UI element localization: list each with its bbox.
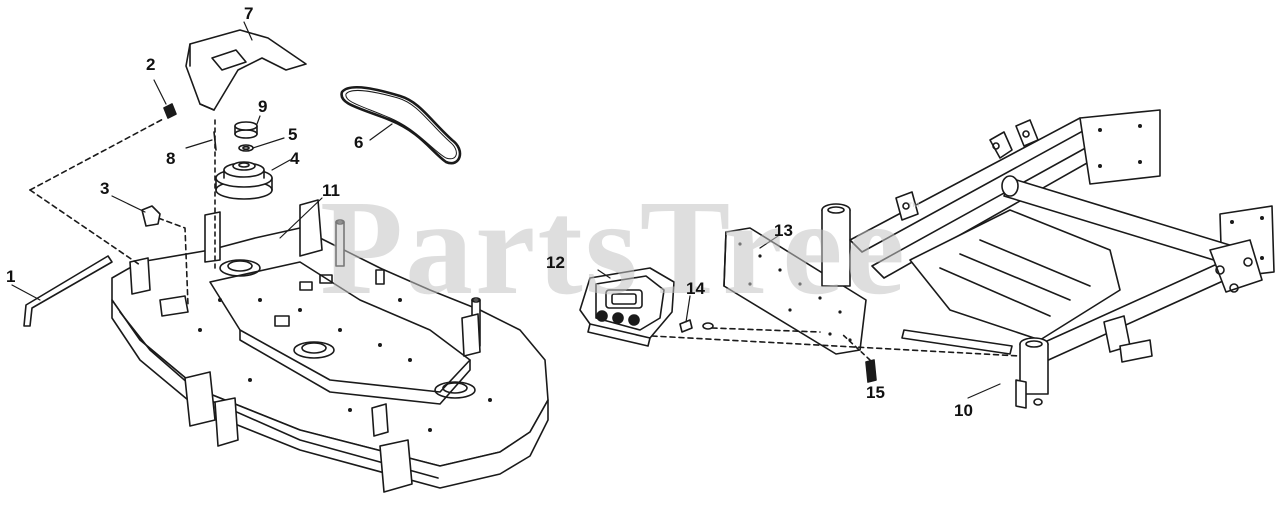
part-5-washer <box>238 137 285 152</box>
callout-8: 8 <box>166 149 176 168</box>
part-3-clip <box>111 195 161 227</box>
callout-5: 5 <box>288 125 298 144</box>
callout-6: 6 <box>354 133 364 152</box>
part-15-bolt <box>841 333 877 383</box>
callout-15: 15 <box>866 383 885 402</box>
part-1-rod <box>11 255 113 327</box>
callout-12: 12 <box>546 253 565 272</box>
watermark: PartsTree™ <box>320 173 923 323</box>
callout-7: 7 <box>244 4 254 23</box>
callout-13: 13 <box>774 221 793 240</box>
part-11-leader <box>279 197 323 239</box>
callout-4: 4 <box>290 149 300 168</box>
mower-deck <box>29 117 549 493</box>
callout-3: 3 <box>100 179 110 198</box>
tractor-frame <box>821 109 1275 409</box>
part-6-belt <box>340 85 462 165</box>
part-13-plate <box>723 227 867 355</box>
callout-1: 1 <box>6 267 16 286</box>
part-7-chute <box>185 21 307 111</box>
part-2-bolt <box>153 79 177 119</box>
callout-2: 2 <box>146 55 156 74</box>
callout-10: 10 <box>954 401 973 420</box>
callout-14: 14 <box>686 279 705 298</box>
callout-11: 11 <box>322 181 340 200</box>
part-9-cap <box>234 115 261 139</box>
part-8-pin <box>185 131 217 151</box>
part-4-pulley <box>215 159 291 200</box>
part-12-panel <box>579 267 675 347</box>
part-14-screw <box>651 295 1021 357</box>
callout-9: 9 <box>258 97 268 116</box>
